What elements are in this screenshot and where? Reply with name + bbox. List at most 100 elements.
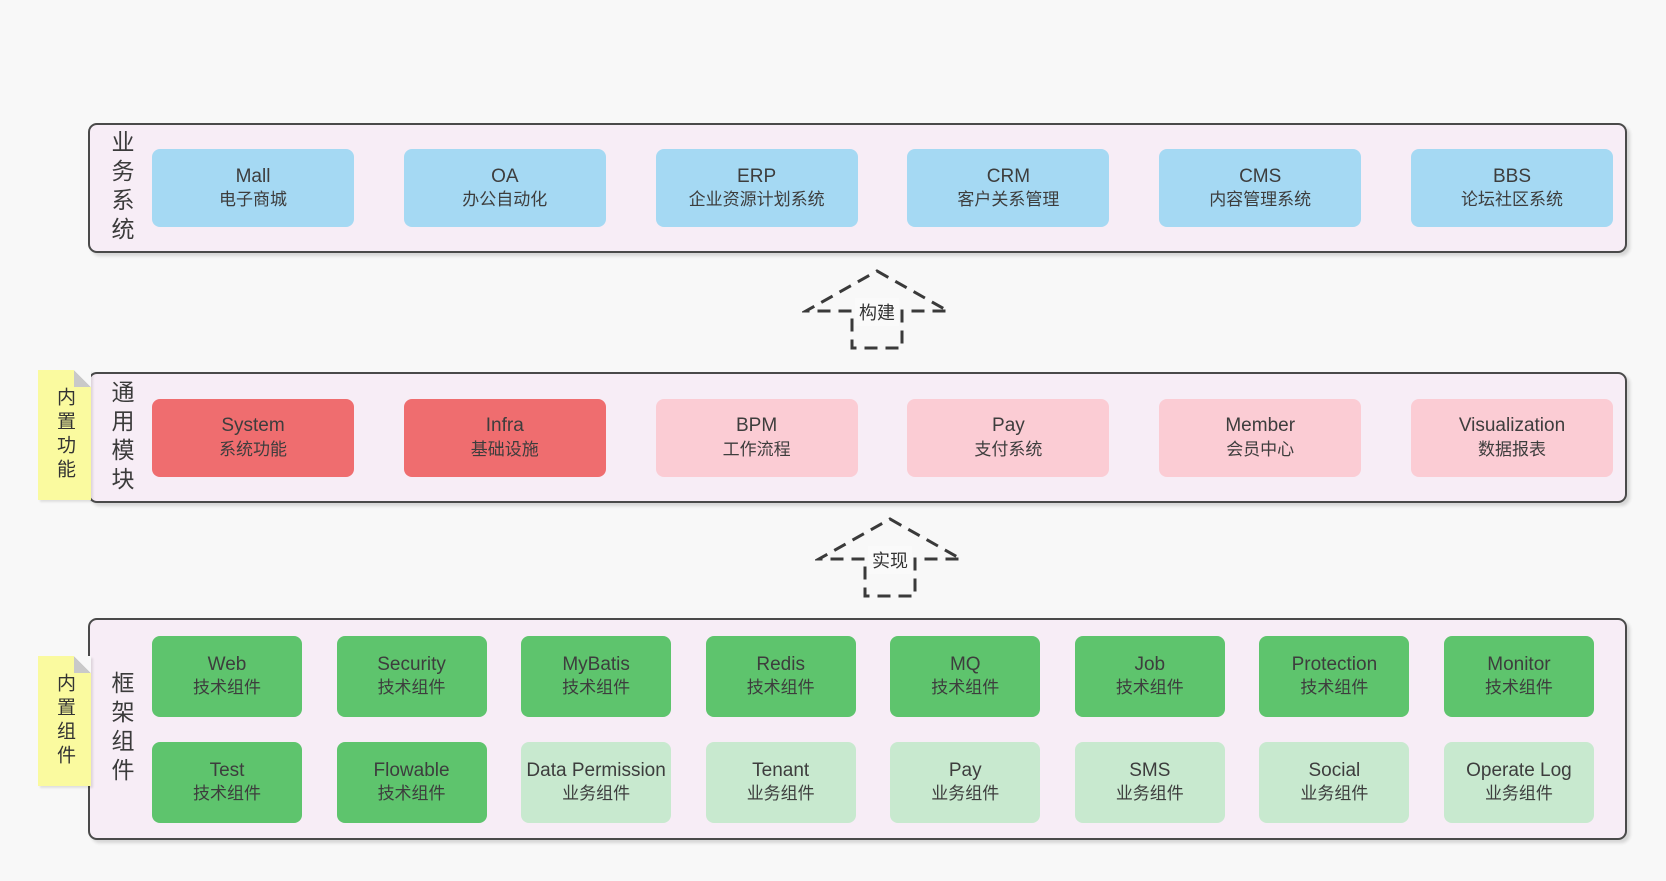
box-subtitle: 技术组件 [562, 678, 631, 698]
box-social: Social 业务组件 [1259, 741, 1410, 823]
box-system: System 系统功能 [152, 398, 354, 477]
box-subtitle: 业务组件 [1300, 784, 1369, 804]
block-arrow-up-icon [815, 517, 965, 598]
box-subtitle: 技术组件 [193, 678, 261, 698]
box-title: CMS [1239, 165, 1282, 187]
box-job: Job 技术组件 [1074, 635, 1225, 717]
box-title: Social [1308, 759, 1361, 781]
box-subtitle: 会员中心 [1226, 439, 1295, 459]
box-mall: Mall 电子商城 [152, 149, 354, 227]
box-bpm: BPM 工作流程 [655, 398, 858, 477]
box-title: Test [209, 759, 245, 781]
sticky-label: 内置功能 [54, 387, 75, 483]
band-label: 通用模块 [108, 379, 134, 496]
box-title: Member [1225, 415, 1296, 437]
box-subtitle: 业务组件 [746, 784, 815, 804]
box-subtitle: 基础设施 [470, 439, 539, 459]
box-subtitle: 技术组件 [193, 784, 261, 804]
box-title: Pay [948, 759, 982, 781]
box-subtitle: 企业资源计划系统 [688, 190, 825, 210]
box-subtitle: 内容管理系统 [1209, 190, 1312, 210]
box-oa: OA 办公自动化 [403, 149, 606, 227]
box-subtitle: 业务组件 [931, 784, 1000, 804]
box-title: MyBatis [562, 653, 630, 675]
sticky-label: 内置组件 [54, 673, 75, 769]
box-title: CRM [986, 165, 1031, 187]
arrow-label: 实现 [868, 546, 912, 574]
box-subtitle: 业务组件 [1484, 784, 1553, 804]
band-content: System 系统功能 Infra 基础设施 BPM 工作流程 Pay 支付系统… [152, 374, 1613, 501]
box-protection: Protection 技术组件 [1259, 635, 1410, 717]
box-subtitle: 办公自动化 [462, 190, 548, 210]
box-subtitle: 技术组件 [931, 678, 1000, 698]
box-visualization: Visualization 数据报表 [1410, 398, 1613, 477]
box-title: OA [491, 165, 519, 187]
box-subtitle: 技术组件 [377, 784, 446, 804]
box-erp: ERP 企业资源计划系统 [655, 149, 858, 227]
box-monitor: Monitor 技术组件 [1443, 635, 1594, 717]
box-title: MQ [949, 653, 981, 675]
box-title: Operate Log [1466, 759, 1572, 781]
box-title: Mall [235, 165, 271, 187]
box-title: Redis [756, 653, 805, 675]
box-mybatis: MyBatis 技术组件 [521, 635, 672, 717]
band-content: Web 技术组件 Security 技术组件 MyBatis 技术组件 Redi… [152, 620, 1594, 838]
block-arrow-up-icon [802, 269, 952, 350]
box-redis: Redis 技术组件 [705, 635, 856, 717]
box-tenant: Tenant 业务组件 [705, 741, 856, 823]
folded-corner-icon [74, 656, 91, 673]
band-framework-components: 框架组件 Web 技术组件 Security 技术组件 MyBatis 技术组件… [88, 618, 1627, 840]
box-crm: CRM 客户关系管理 [907, 149, 1110, 227]
box-title: ERP [737, 165, 777, 187]
band-label-column: 框架组件 [90, 620, 152, 838]
box-title: Flowable [373, 759, 450, 781]
box-pay-component: Pay 业务组件 [890, 741, 1041, 823]
box-subtitle: 技术组件 [1484, 678, 1553, 698]
arrow-label: 构建 [855, 298, 899, 326]
box-member: Member 会员中心 [1159, 398, 1362, 477]
box-subtitle: 技术组件 [1300, 678, 1369, 698]
box-title: Security [377, 653, 446, 675]
box-subtitle: 数据报表 [1477, 439, 1546, 459]
box-sms: SMS 业务组件 [1074, 741, 1225, 823]
box-title: Visualization [1458, 415, 1566, 437]
box-subtitle: 支付系统 [974, 439, 1043, 459]
box-title: Web [207, 653, 247, 675]
box-subtitle: 技术组件 [746, 678, 815, 698]
box-title: BBS [1492, 165, 1531, 187]
box-subtitle: 工作流程 [722, 439, 791, 459]
box-title: System [221, 415, 285, 437]
box-data-permission: Data Permission 业务组件 [521, 741, 672, 823]
box-title: Monitor [1487, 653, 1551, 675]
arrow-implement: 实现 [815, 516, 965, 598]
box-title: Job [1134, 653, 1166, 675]
box-subtitle: 业务组件 [562, 784, 631, 804]
box-pay-module: Pay 支付系统 [907, 398, 1110, 477]
band-label-column: 业务系统 [90, 125, 152, 251]
component-row-2: Test 技术组件 Flowable 技术组件 Data Permission … [152, 741, 1594, 823]
band-content: Mall 电子商城 OA 办公自动化 ERP 企业资源计划系统 CRM 客户关系… [152, 125, 1613, 251]
box-cms: CMS 内容管理系统 [1159, 149, 1362, 227]
box-subtitle: 系统功能 [219, 439, 287, 459]
folded-corner-icon [74, 370, 91, 387]
box-subtitle: 技术组件 [377, 678, 446, 698]
box-subtitle: 电子商城 [219, 190, 287, 210]
box-flowable: Flowable 技术组件 [336, 741, 487, 823]
box-title: Protection [1291, 653, 1378, 675]
box-operate-log: Operate Log 业务组件 [1443, 741, 1594, 823]
box-test: Test 技术组件 [152, 741, 302, 823]
box-title: Pay [992, 415, 1025, 437]
box-subtitle: 论坛社区系统 [1460, 190, 1563, 210]
box-subtitle: 技术组件 [1115, 678, 1184, 698]
box-title: Data Permission [526, 759, 666, 781]
box-subtitle: 客户关系管理 [957, 190, 1060, 210]
box-title: SMS [1129, 759, 1171, 781]
box-title: BPM [736, 415, 778, 437]
box-title: Tenant [752, 759, 810, 781]
box-security: Security 技术组件 [336, 635, 487, 717]
box-title: Infra [485, 415, 524, 437]
box-subtitle: 业务组件 [1115, 784, 1184, 804]
sticky-note-built-in-components: 内置组件 [38, 656, 91, 786]
box-bbs: BBS 论坛社区系统 [1410, 149, 1613, 227]
sticky-note-built-in-features: 内置功能 [38, 370, 91, 500]
